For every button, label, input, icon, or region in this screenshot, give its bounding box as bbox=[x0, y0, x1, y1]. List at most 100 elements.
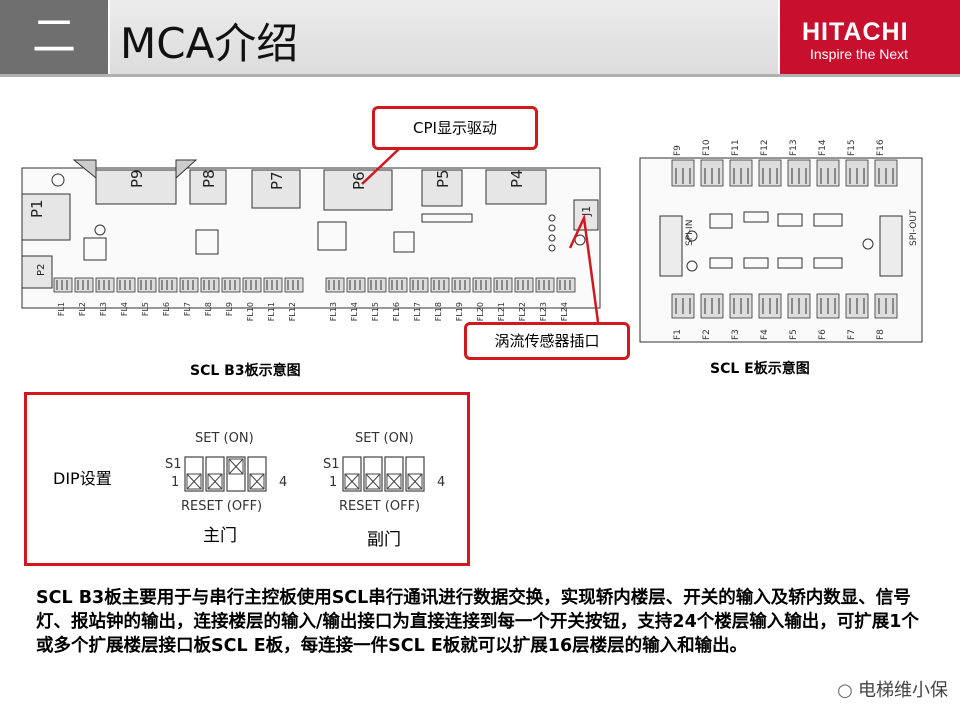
floor-label: FL22 bbox=[518, 302, 527, 321]
p9-latch-right bbox=[175, 159, 198, 180]
floor-label: FL13 bbox=[329, 302, 338, 321]
e-chip-3 bbox=[777, 213, 803, 227]
floor-label: FL9 bbox=[225, 302, 234, 316]
b3-terminal-block bbox=[221, 277, 241, 293]
floor-label: FL7 bbox=[183, 302, 192, 316]
e-bottom-label: F5 bbox=[789, 329, 799, 340]
logo-tagline: Inspire the Next bbox=[810, 46, 909, 62]
watermark-text: 电梯维小保 bbox=[858, 680, 948, 701]
b3-terminal-block bbox=[158, 277, 178, 293]
e-bottom-label: F6 bbox=[818, 329, 828, 340]
e-chip-6 bbox=[743, 257, 769, 269]
eddy-pointer bbox=[568, 213, 600, 323]
floor-label: FL8 bbox=[204, 302, 213, 316]
e-terminal-block-bottom bbox=[845, 293, 869, 319]
floor-label: FL17 bbox=[413, 302, 422, 321]
b3-terminal-block bbox=[116, 277, 136, 293]
dip-switch-position bbox=[226, 456, 246, 492]
floor-label: FL23 bbox=[539, 302, 548, 321]
e-terminal-block-bottom bbox=[758, 293, 782, 319]
b3-terminal-block bbox=[493, 277, 513, 293]
sub-pin-start: 1 bbox=[329, 475, 338, 490]
connector-p6 bbox=[323, 169, 393, 211]
section-number: 二 bbox=[0, 0, 108, 74]
sub-door-label: 副门 bbox=[367, 530, 401, 550]
main-reset-label: RESET (OFF) bbox=[181, 499, 263, 514]
floor-label: FL19 bbox=[455, 302, 464, 321]
connector-p7 bbox=[251, 169, 301, 209]
b3-terminal-block bbox=[388, 277, 408, 293]
e-top-label: F15 bbox=[847, 139, 857, 156]
floor-label: FL20 bbox=[476, 302, 485, 321]
b3-terminal-block bbox=[74, 277, 94, 293]
e-top-label: F9 bbox=[673, 145, 683, 156]
label-p9: P9 bbox=[128, 169, 146, 188]
e-top-label: F13 bbox=[789, 139, 799, 156]
b3-led-4 bbox=[548, 244, 556, 252]
b3-terminal-block bbox=[535, 277, 555, 293]
sub-s1-label: S1 bbox=[323, 457, 340, 472]
e-terminal-block-top bbox=[845, 159, 869, 187]
b3-chip-3 bbox=[393, 231, 415, 253]
e-bottom-label: F4 bbox=[760, 329, 770, 340]
b3-chip-2 bbox=[317, 221, 347, 251]
e-terminal-block-bottom bbox=[874, 293, 898, 319]
e-terminal-block-top bbox=[787, 159, 811, 187]
floor-label: FL12 bbox=[288, 302, 297, 321]
header-divider bbox=[0, 74, 960, 77]
e-terminal-block-bottom bbox=[671, 293, 695, 319]
connector-p9 bbox=[95, 169, 177, 205]
e-chip-5 bbox=[709, 257, 733, 269]
e-terminal-block-bottom bbox=[700, 293, 724, 319]
b3-terminal-block bbox=[137, 277, 157, 293]
floor-label: FL3 bbox=[99, 302, 108, 316]
main-set-label: SET (ON) bbox=[195, 431, 254, 446]
floor-label: FL15 bbox=[371, 302, 380, 321]
dip-switch-position bbox=[405, 456, 425, 492]
sub-pin-end: 4 bbox=[437, 475, 446, 490]
b3-terminal-block bbox=[325, 277, 345, 293]
wechat-icon: ○ bbox=[837, 680, 853, 701]
e-top-label: F11 bbox=[731, 139, 741, 156]
e-bottom-label: F1 bbox=[673, 329, 683, 340]
b3-terminal-block bbox=[514, 277, 534, 293]
b3-connector-labels: P1 P2 P9 P8 P7 P6 P5 P4 J1 bbox=[28, 169, 593, 276]
spi-in-label: SPI-IN bbox=[685, 220, 695, 246]
e-bottom-label: F3 bbox=[731, 329, 741, 340]
label-p1: P1 bbox=[28, 199, 46, 218]
b3-terminal-block bbox=[409, 277, 429, 293]
b3-terminal-block bbox=[179, 277, 199, 293]
e-terminal-block-bottom bbox=[816, 293, 840, 319]
floor-label: FL2 bbox=[78, 302, 87, 316]
b3-chip-4 bbox=[83, 237, 107, 261]
connector-p5 bbox=[421, 169, 463, 207]
b3-terminal-block bbox=[95, 277, 115, 293]
dip-switch-position bbox=[363, 456, 383, 492]
e-terminal-block-top bbox=[816, 159, 840, 187]
e-terminal-block-bottom bbox=[729, 293, 753, 319]
b3-chip-5 bbox=[421, 213, 473, 223]
e-top-label: F16 bbox=[876, 139, 886, 156]
main-dip-switch bbox=[184, 456, 267, 492]
dip-switch-position bbox=[384, 456, 404, 492]
b3-led-2 bbox=[548, 224, 556, 232]
b3-terminal-block bbox=[556, 277, 576, 293]
e-top-label: F14 bbox=[818, 139, 828, 156]
label-p5: P5 bbox=[434, 169, 452, 188]
sub-dip-switch bbox=[342, 456, 425, 492]
dip-switch-position bbox=[342, 456, 362, 492]
p9-latch-left bbox=[72, 159, 97, 180]
main-s1-label: S1 bbox=[165, 457, 182, 472]
logo-main: HITACHI bbox=[802, 18, 909, 46]
cpi-pointer bbox=[361, 147, 401, 185]
description-text: SCL B3板主要用于与串行主控板使用SCL串行通讯进行数据交换，实现轿内楼层、… bbox=[36, 588, 919, 656]
e-terminal-block-top bbox=[874, 159, 898, 187]
floor-label: FL11 bbox=[267, 302, 276, 321]
b3-cap-1 bbox=[51, 173, 65, 187]
e-cap-1 bbox=[686, 230, 698, 242]
floor-label: FL4 bbox=[120, 302, 129, 316]
b3-terminal-block bbox=[367, 277, 387, 293]
